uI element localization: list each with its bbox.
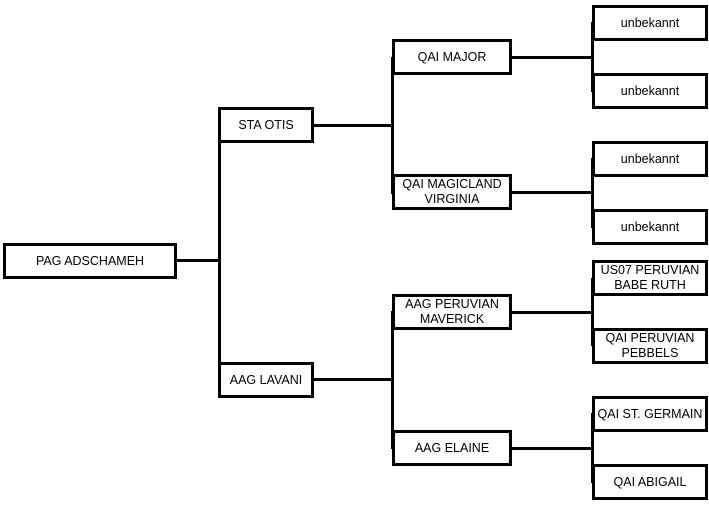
ggp-box: QAI ST. GERMAIN [592, 396, 708, 432]
ggp-box: unbekannt [592, 5, 708, 41]
connector [391, 57, 394, 194]
ggp-name: unbekannt [620, 83, 680, 98]
dam-name: AAG LAVANI [229, 372, 303, 387]
dam-dam-box: AAG ELAINE [392, 430, 512, 466]
ggp-box: QAI ABIGAIL [592, 464, 708, 500]
sire-sire-name: QAI MAJOR [417, 49, 487, 64]
ggp-name: unbekannt [620, 15, 680, 30]
subject-name: PAG ADSCHAMEH [35, 253, 145, 268]
ggp-box: QAI PERUVIAN PEBBELS [592, 328, 708, 364]
connector [591, 22, 594, 92]
connector [591, 278, 594, 346]
ggp-name: QAI ST. GERMAIN [597, 406, 703, 421]
ggp-name: US07 PERUVIAN BABE RUTH [600, 263, 700, 292]
dam-sire-name: AAG PERUVIAN MAVERICK [405, 297, 499, 326]
sire-dam-name: QAI MAGICLAND VIRGINIA [402, 177, 502, 206]
connector [510, 56, 594, 59]
ggp-box: unbekannt [592, 141, 708, 177]
ggp-name: QAI ABIGAIL [613, 474, 687, 489]
connector [312, 124, 394, 127]
connector [391, 311, 394, 449]
dam-sire-box: AAG PERUVIAN MAVERICK [392, 294, 512, 330]
connector [591, 158, 594, 228]
sire-sire-box: QAI MAJOR [392, 39, 512, 75]
connector [175, 259, 220, 262]
ggp-name: unbekannt [620, 151, 680, 166]
ggp-box: US07 PERUVIAN BABE RUTH [592, 260, 708, 296]
dam-dam-name: AAG ELAINE [414, 440, 490, 455]
subject-box: PAG ADSCHAMEH [3, 243, 177, 279]
connector [312, 378, 394, 381]
connector [510, 311, 594, 314]
sire-dam-box: QAI MAGICLAND VIRGINIA [392, 174, 512, 210]
ggp-box: unbekannt [592, 73, 708, 109]
connector [218, 124, 221, 381]
connector [510, 191, 594, 194]
sire-box: STA OTIS [218, 107, 314, 143]
ggp-name: unbekannt [620, 219, 680, 234]
ggp-box: unbekannt [592, 209, 708, 245]
ggp-name: QAI PERUVIAN PEBBELS [605, 331, 695, 360]
sire-name: STA OTIS [238, 117, 294, 132]
dam-box: AAG LAVANI [218, 362, 314, 398]
connector [591, 413, 594, 483]
connector [510, 447, 594, 450]
